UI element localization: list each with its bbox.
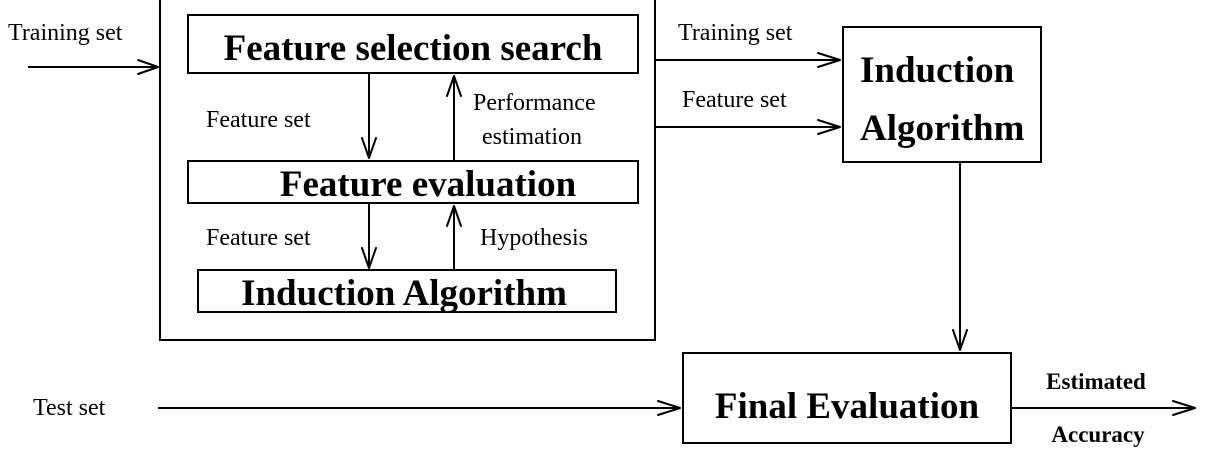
accuracy-label: Accuracy bbox=[1051, 422, 1145, 447]
induction-label: Induction bbox=[860, 50, 1015, 91]
feature-selection-search-box bbox=[187, 14, 639, 74]
final-evaluation-label: Final Evaluation bbox=[715, 386, 980, 427]
induction-to-final-arrowhead bbox=[952, 329, 968, 351]
performance-label: Performance bbox=[473, 90, 596, 116]
algorithm-label: Algorithm bbox=[860, 108, 1025, 149]
feature-set-arrowhead bbox=[817, 119, 841, 135]
estimated-label: Estimated bbox=[1046, 369, 1146, 394]
input-training-set-label: Training set bbox=[8, 20, 123, 46]
feature-set-label-1: Feature set bbox=[206, 107, 311, 133]
hypothesis-label: Hypothesis bbox=[480, 225, 588, 251]
feature-selection-search-label: Feature selection search bbox=[224, 28, 603, 69]
output-training-set-label: Training set bbox=[678, 20, 793, 46]
final-evaluation-box bbox=[682, 352, 1012, 444]
output-feature-set-label: Feature set bbox=[682, 87, 787, 113]
estimation-label: estimation bbox=[482, 124, 582, 150]
test-set-label: Test set bbox=[33, 395, 106, 421]
feature-set-down-arrowhead-1 bbox=[361, 137, 377, 159]
inner-induction-algorithm-label: Induction Algorithm bbox=[241, 273, 567, 314]
training-set-arrowhead bbox=[817, 52, 841, 68]
induction-algorithm-box bbox=[842, 26, 1042, 163]
performance-up-arrowhead bbox=[446, 75, 462, 97]
inner-induction-algorithm-box bbox=[197, 269, 617, 313]
feature-evaluation-box bbox=[187, 160, 639, 204]
input-arrowhead bbox=[137, 59, 159, 75]
hypothesis-up-arrowhead bbox=[446, 205, 462, 227]
accuracy-arrowhead bbox=[1172, 400, 1196, 416]
feature-set-label-2: Feature set bbox=[206, 225, 311, 251]
feature-evaluation-label: Feature evaluation bbox=[280, 164, 577, 205]
test-set-arrowhead bbox=[657, 400, 681, 416]
feature-set-down-arrowhead-2 bbox=[361, 247, 377, 269]
